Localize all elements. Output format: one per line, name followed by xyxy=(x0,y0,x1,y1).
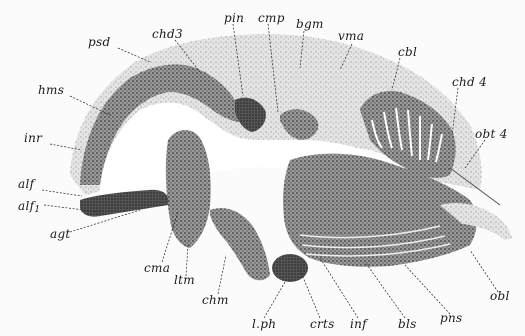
label-hms: hms xyxy=(38,84,64,96)
label-pin: pin xyxy=(224,12,244,24)
label-lph: l.ph xyxy=(252,318,276,330)
label-cma: cma xyxy=(144,262,170,274)
label-bls: bls xyxy=(398,318,417,330)
hypothalamus xyxy=(210,208,270,280)
label-inf: inf xyxy=(350,318,367,330)
label-obl: obl xyxy=(490,290,510,302)
label-agt: agt xyxy=(50,228,71,240)
label-psd: psd xyxy=(88,36,110,48)
label-chd4: chd 4 xyxy=(452,76,487,88)
label-cbl: cbl xyxy=(398,46,417,58)
label-vma: vma xyxy=(338,30,364,42)
label-cmp: cmp xyxy=(258,12,285,24)
label-ltm: ltm xyxy=(174,274,195,286)
label-obt4: obt 4 xyxy=(475,128,508,140)
label-chd3: chd3 xyxy=(152,28,183,40)
hypophysis xyxy=(272,254,308,282)
label-alf1-text: alf xyxy=(18,199,34,213)
anterior-floor xyxy=(80,190,168,217)
label-alf1: alf1 xyxy=(18,200,40,216)
label-bgm: bgm xyxy=(296,18,324,30)
label-chm: chm xyxy=(202,294,229,306)
thalamus xyxy=(166,130,211,248)
label-inr: inr xyxy=(24,132,42,144)
label-crts: crts xyxy=(310,318,335,330)
label-pns: pns xyxy=(440,312,462,324)
label-alf1-subscript: 1 xyxy=(34,205,40,215)
label-alf: alf xyxy=(18,178,34,190)
